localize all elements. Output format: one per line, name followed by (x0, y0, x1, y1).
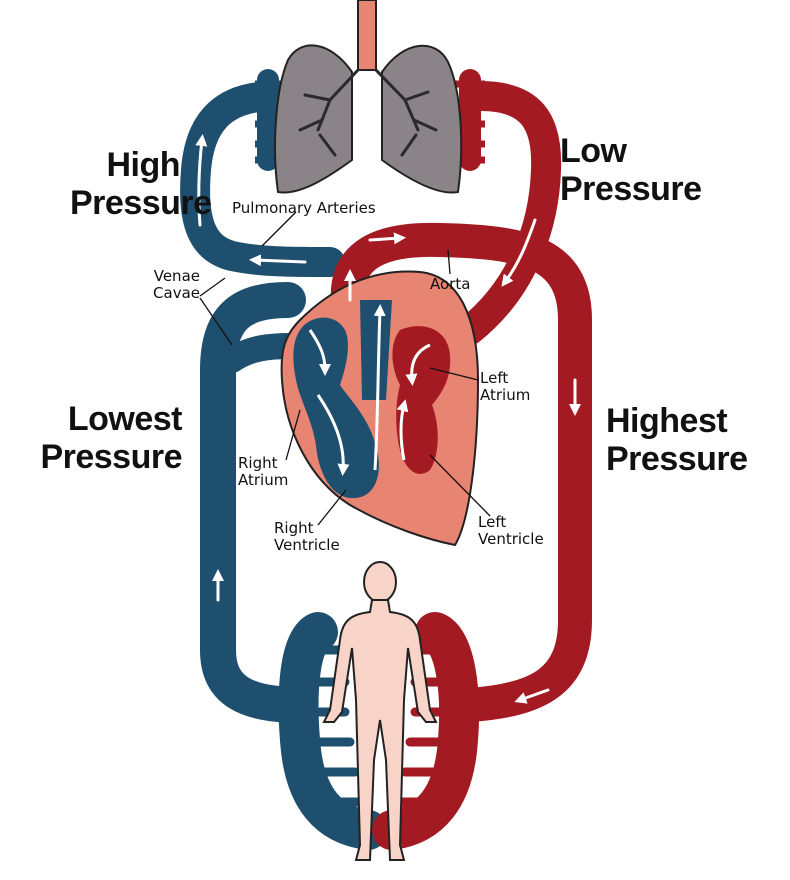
right-atrium-label: Right Atrium (238, 455, 298, 489)
highest-pressure-label: Highest Pressure (606, 402, 786, 478)
high-pressure-label: High Pressure (70, 146, 212, 222)
human-figure (322, 561, 438, 861)
leader-lines (199, 211, 491, 526)
vessel-flow-arrows (195, 134, 581, 704)
low-pressure-line-1: Low (560, 132, 627, 170)
right-ventricle-line-2: Ventricle (274, 536, 340, 554)
left-ventricle-label: Left Ventricle (478, 514, 568, 548)
venae-cavae-label: Venae Cavae (130, 268, 200, 302)
pulmonary-trunk (360, 300, 392, 400)
low-pressure-line-2: Pressure (560, 170, 702, 208)
left-atrium-line-2: Atrium (480, 386, 531, 404)
figure-head (363, 561, 397, 603)
high-pressure-line-1: High (106, 146, 180, 184)
left-ventricle-line-2: Ventricle (478, 530, 544, 548)
right-ventricle-label: Right Ventricle (274, 520, 364, 554)
pulmonary-vein-vessel (455, 81, 562, 345)
arrow-pulmonary-left (249, 254, 307, 267)
low-pressure-label: Low Pressure (560, 132, 760, 208)
lungs (274, 0, 463, 194)
trachea (357, 0, 377, 71)
left-atrium-line-1: Left (480, 369, 509, 387)
venae-cavae-line-1: Venae (153, 267, 200, 285)
high-pressure-line-2: Pressure (70, 184, 212, 222)
venae-cavae-line-2: Cavae (153, 284, 200, 302)
heart-flow-arrows (308, 304, 431, 476)
bronchi (298, 68, 438, 157)
lowest-pressure-label: Lowest Pressure (10, 400, 182, 476)
left-heart-chamber (392, 326, 451, 474)
highest-pressure-line-2: Pressure (606, 440, 748, 478)
arrow-aorta-arch (368, 232, 406, 245)
left-ventricle-line-1: Left (478, 513, 507, 531)
aorta-vessel (330, 222, 592, 722)
lowest-pressure-line-2: Pressure (40, 438, 182, 476)
arrow-pulm-vein (501, 218, 537, 287)
aorta-label: Aorta (430, 275, 471, 293)
left-atrium-label: Left Atrium (480, 370, 540, 404)
heart (280, 270, 480, 547)
figure-body (322, 599, 438, 861)
venae-cavae-vessel (200, 282, 318, 723)
arrow-aorta-bottom (514, 688, 550, 704)
right-heart-chamber (293, 317, 379, 499)
arrow-pulmonary-up (195, 134, 208, 227)
lowest-pressure-line-1: Lowest (67, 400, 183, 438)
pulmonary-arteries-label: Pulmonary Arteries (232, 199, 376, 217)
right-lung (381, 44, 463, 194)
left-lung (274, 44, 353, 194)
highest-pressure-line-1: Highest (606, 402, 728, 440)
right-atrium-line-1: Right (238, 454, 278, 472)
right-ventricle-line-1: Right (274, 519, 314, 537)
right-atrium-line-2: Atrium (238, 471, 289, 489)
